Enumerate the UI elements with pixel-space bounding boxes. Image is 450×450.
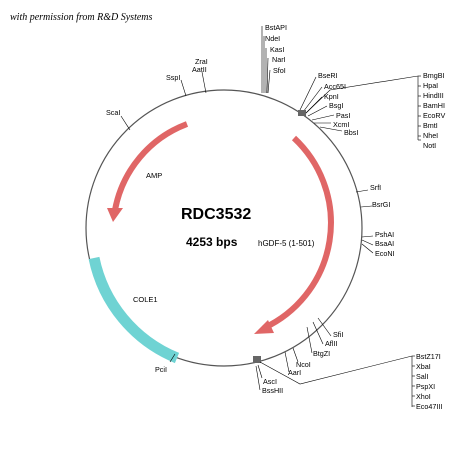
- site-ndei: NdeI: [265, 34, 280, 43]
- site-asci: AscI: [263, 377, 277, 386]
- insert-arrowhead: [254, 320, 274, 334]
- site-bstapi: BstAPI: [265, 23, 287, 32]
- site-hpai: HpaI: [423, 81, 438, 90]
- site-sfoi: SfoI: [273, 66, 286, 75]
- site-kasi: KasI: [270, 45, 284, 54]
- site-eco47iii: Eco47III: [416, 402, 442, 411]
- site-pshai: PshAI: [375, 230, 394, 239]
- amp-arrowhead: [107, 208, 123, 222]
- right-cluster-marker: [298, 110, 306, 116]
- site-bsshii: BssHII: [262, 386, 283, 395]
- site-scai: ScaI: [106, 108, 120, 117]
- plasmid-name: RDC3532: [181, 206, 251, 223]
- bottom-cluster-marker: [253, 356, 261, 363]
- site-pspxi: PspXI: [416, 382, 435, 391]
- site-pasi: PasI: [336, 111, 350, 120]
- site-econi: EcoNI: [375, 249, 395, 258]
- right-site-cluster: BmgBI HpaI HindIII BamHI EcoRV BmtI NheI…: [423, 71, 445, 150]
- site-aflii: AflII: [325, 339, 337, 348]
- site-sfii: SfiI: [333, 330, 343, 339]
- site-noti: NotI: [423, 141, 436, 150]
- site-xhoi: XhoI: [416, 392, 431, 401]
- site-ncoi: NcoI: [296, 360, 311, 369]
- amp-label: AMP: [146, 171, 162, 180]
- site-acc65i: Acc65I: [324, 82, 346, 91]
- site-bsgi: BsgI: [329, 101, 343, 110]
- site-bmgbi: BmgBI: [423, 71, 445, 80]
- site-nhei: NheI: [423, 131, 438, 140]
- top-site-cluster: BstAPI NdeI KasI NarI SfoI: [265, 23, 287, 75]
- site-xbai: XbaI: [416, 362, 431, 371]
- cole1-label: COLE1: [133, 295, 158, 304]
- site-zrai: ZraI: [195, 57, 208, 66]
- site-bmti: BmtI: [423, 121, 438, 130]
- amp-feature: [112, 121, 189, 211]
- site-aari: AarI: [288, 368, 301, 377]
- site-bamhi: BamHI: [423, 101, 445, 110]
- site-aatii: AatII: [192, 65, 207, 74]
- site-bsaai: BsaAI: [375, 239, 394, 248]
- credit-text: with permission from R&D Systems: [10, 12, 153, 23]
- site-sali: SalI: [416, 372, 428, 381]
- site-bsrgi: BsrGI: [372, 200, 390, 209]
- site-hindiii: HindIII: [423, 91, 444, 100]
- site-xcmi: XcmI: [333, 120, 349, 129]
- site-ecorv: EcoRV: [423, 111, 445, 120]
- site-sspi: SspI: [166, 73, 180, 82]
- site-btgzi: BtgZI: [313, 349, 330, 358]
- cole1-feature: [88, 256, 180, 364]
- site-bseri: BseRI: [318, 71, 338, 80]
- plasmid-size: 4253 bps: [186, 235, 238, 249]
- site-bbsi: BbsI: [344, 128, 358, 137]
- insert-feature: [262, 135, 334, 331]
- site-srfi: SrfI: [370, 183, 381, 192]
- plasmid-backbone: [85, 89, 363, 367]
- site-pcii: PciI: [155, 365, 167, 374]
- site-bstz17i: BstZ17I: [416, 352, 441, 361]
- bottom-site-cluster: BstZ17I XbaI SalI PspXI XhoI Eco47III: [416, 352, 442, 411]
- site-kpni: KpnI: [324, 92, 339, 101]
- insert-label: hGDF-5 (1-501): [258, 239, 315, 248]
- site-nari: NarI: [272, 55, 286, 64]
